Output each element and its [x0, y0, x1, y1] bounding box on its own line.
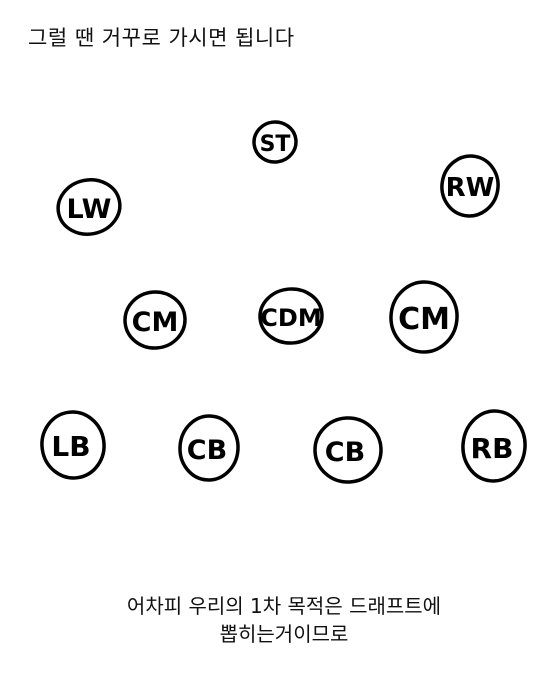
- position-cb-left-label: CB: [187, 435, 227, 466]
- position-st: ST: [252, 120, 298, 164]
- position-rb-label: RB: [471, 432, 514, 465]
- position-cm-right-label: CM: [398, 302, 450, 337]
- position-cm-left-label: CM: [132, 307, 179, 338]
- position-cb-right-label: CB: [325, 437, 365, 468]
- position-rb: RB: [461, 409, 527, 483]
- top-caption: 그럴 땐 거꾸로 가시면 됩니다: [28, 26, 295, 50]
- position-cm-left: CM: [123, 290, 187, 350]
- position-cb-right: CB: [313, 416, 383, 484]
- position-lw: LW: [56, 178, 122, 236]
- position-cdm: CDM: [258, 287, 324, 345]
- position-cb-left: CB: [178, 414, 240, 482]
- position-rw: RW: [440, 154, 500, 218]
- bottom-caption-line-1: 어차피 우리의 1차 목적은 드래프트에: [126, 594, 442, 618]
- position-rw-label: RW: [446, 173, 495, 203]
- bottom-caption: 어차피 우리의 1차 목적은 드래프트에 뽑히는거이므로: [0, 592, 560, 648]
- position-st-label: ST: [260, 132, 291, 157]
- position-cdm-label: CDM: [260, 304, 321, 332]
- position-lb: LB: [40, 410, 106, 480]
- position-lw-label: LW: [67, 194, 112, 225]
- position-lb-label: LB: [51, 430, 90, 463]
- position-cm-right: CM: [389, 280, 459, 354]
- bottom-caption-line-2: 뽑히는거이므로: [219, 622, 349, 646]
